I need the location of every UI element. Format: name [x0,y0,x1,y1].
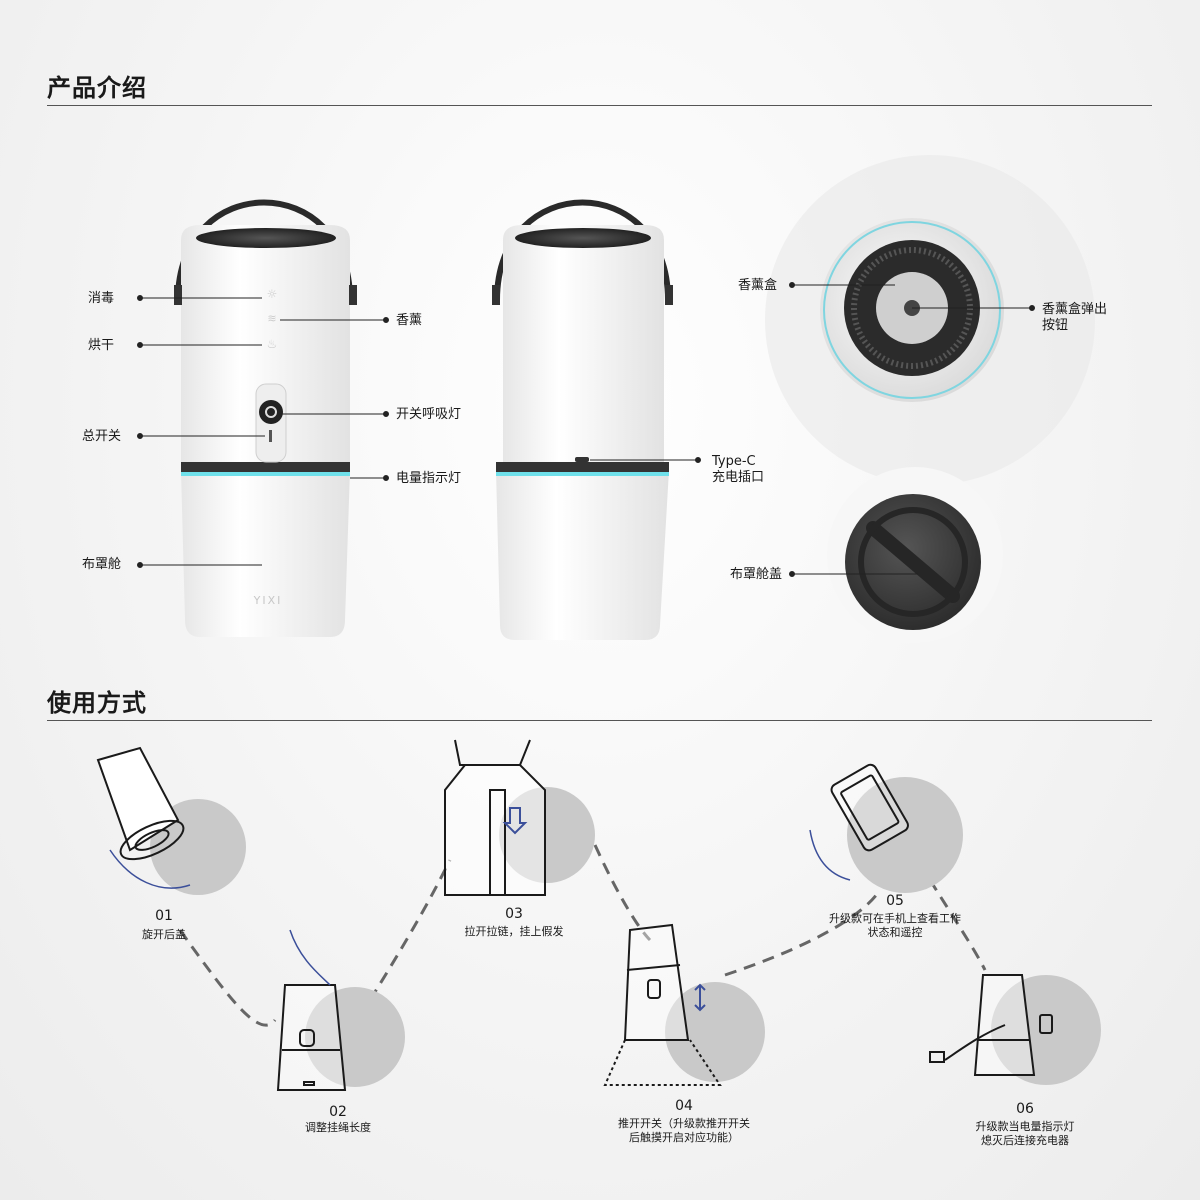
label-dry: 烘干 [88,338,115,353]
brand-logo: YIXI [253,594,283,607]
step-06-caption-line1: 升级款当电量指示灯 [975,1120,1075,1133]
step-04-caption-line1: 推开开关（升级款推开开关 [618,1117,750,1130]
bottom-cover-view [827,467,1003,643]
label-chamber-cover: 布罩舱盖 [730,567,783,582]
step-04-disc [665,982,765,1082]
battery-light [181,472,350,476]
sun-icon: ☼ [267,287,278,301]
label-aroma-eject-line1: 香薰盒弹出 [1042,302,1108,317]
usage-divider [47,720,1152,721]
step-04-caption-line2: 后触摸开启对应功能） [629,1131,739,1144]
step-05-number: 05 [886,893,904,909]
step-01-number: 01 [155,908,173,924]
step-03-caption: 拉开拉链，挂上假发 [464,925,564,938]
step-02-disc [305,987,405,1087]
label-battery-indicator: 电量指示灯 [396,471,462,486]
step-04-sketch [603,923,722,1086]
label-aroma: 香薰 [396,313,423,328]
step-06-sketch [929,974,1053,1076]
label-cloth-chamber: 布罩舱 [82,557,122,572]
intro-section-title: 产品介绍 [47,74,147,102]
lower-body [181,470,350,637]
switch-button [259,400,283,424]
top-grill [515,228,651,248]
step-02-sketch [276,984,347,1091]
step-06-caption-line2: 熄灭后连接充电器 [981,1134,1069,1147]
device-front-view: ☼ ≋ ♨ YIXI [174,199,357,637]
callout-lines [137,282,1035,577]
top-grill [196,228,336,248]
typec-port [575,457,589,462]
step-05-caption-line1: 升级款可在手机上查看工作 [829,912,961,925]
step-05-caption-line2: 状态和遥控 [867,926,923,939]
label-typec-line2: 充电插口 [712,470,765,485]
step-01-caption: 旋开后盖 [142,928,186,941]
step-03-sketch [444,739,546,896]
step-01-sketch [96,746,185,861]
step-04-number: 04 [675,1098,693,1114]
usage-steps [96,739,1101,1091]
label-aroma-box: 香薰盒 [738,278,778,293]
label-aroma-eject-line2: 按钮 [1042,318,1069,333]
step-05-disc [847,777,963,893]
upper-body [181,225,350,470]
step-06-disc [991,975,1101,1085]
step-02-number: 02 [329,1104,347,1120]
step-05-sketch [830,763,909,852]
step-06-number: 06 [1016,1101,1034,1117]
dry-icon: ♨ [267,337,278,351]
intro-divider [47,105,1152,106]
label-disinfect: 消毒 [88,291,115,306]
battery-band [181,462,350,472]
label-typec-line1: Type-C [712,454,756,469]
usage-section-title: 使用方式 [47,689,147,717]
label-main-switch: 总开关 [82,429,122,444]
aroma-icon: ≋ [267,312,276,325]
label-breathing-light: 开关呼吸灯 [396,407,462,422]
device-back-view [492,199,673,640]
step-03-number: 03 [505,906,523,922]
step-02-caption: 调整挂绳长度 [305,1121,371,1134]
